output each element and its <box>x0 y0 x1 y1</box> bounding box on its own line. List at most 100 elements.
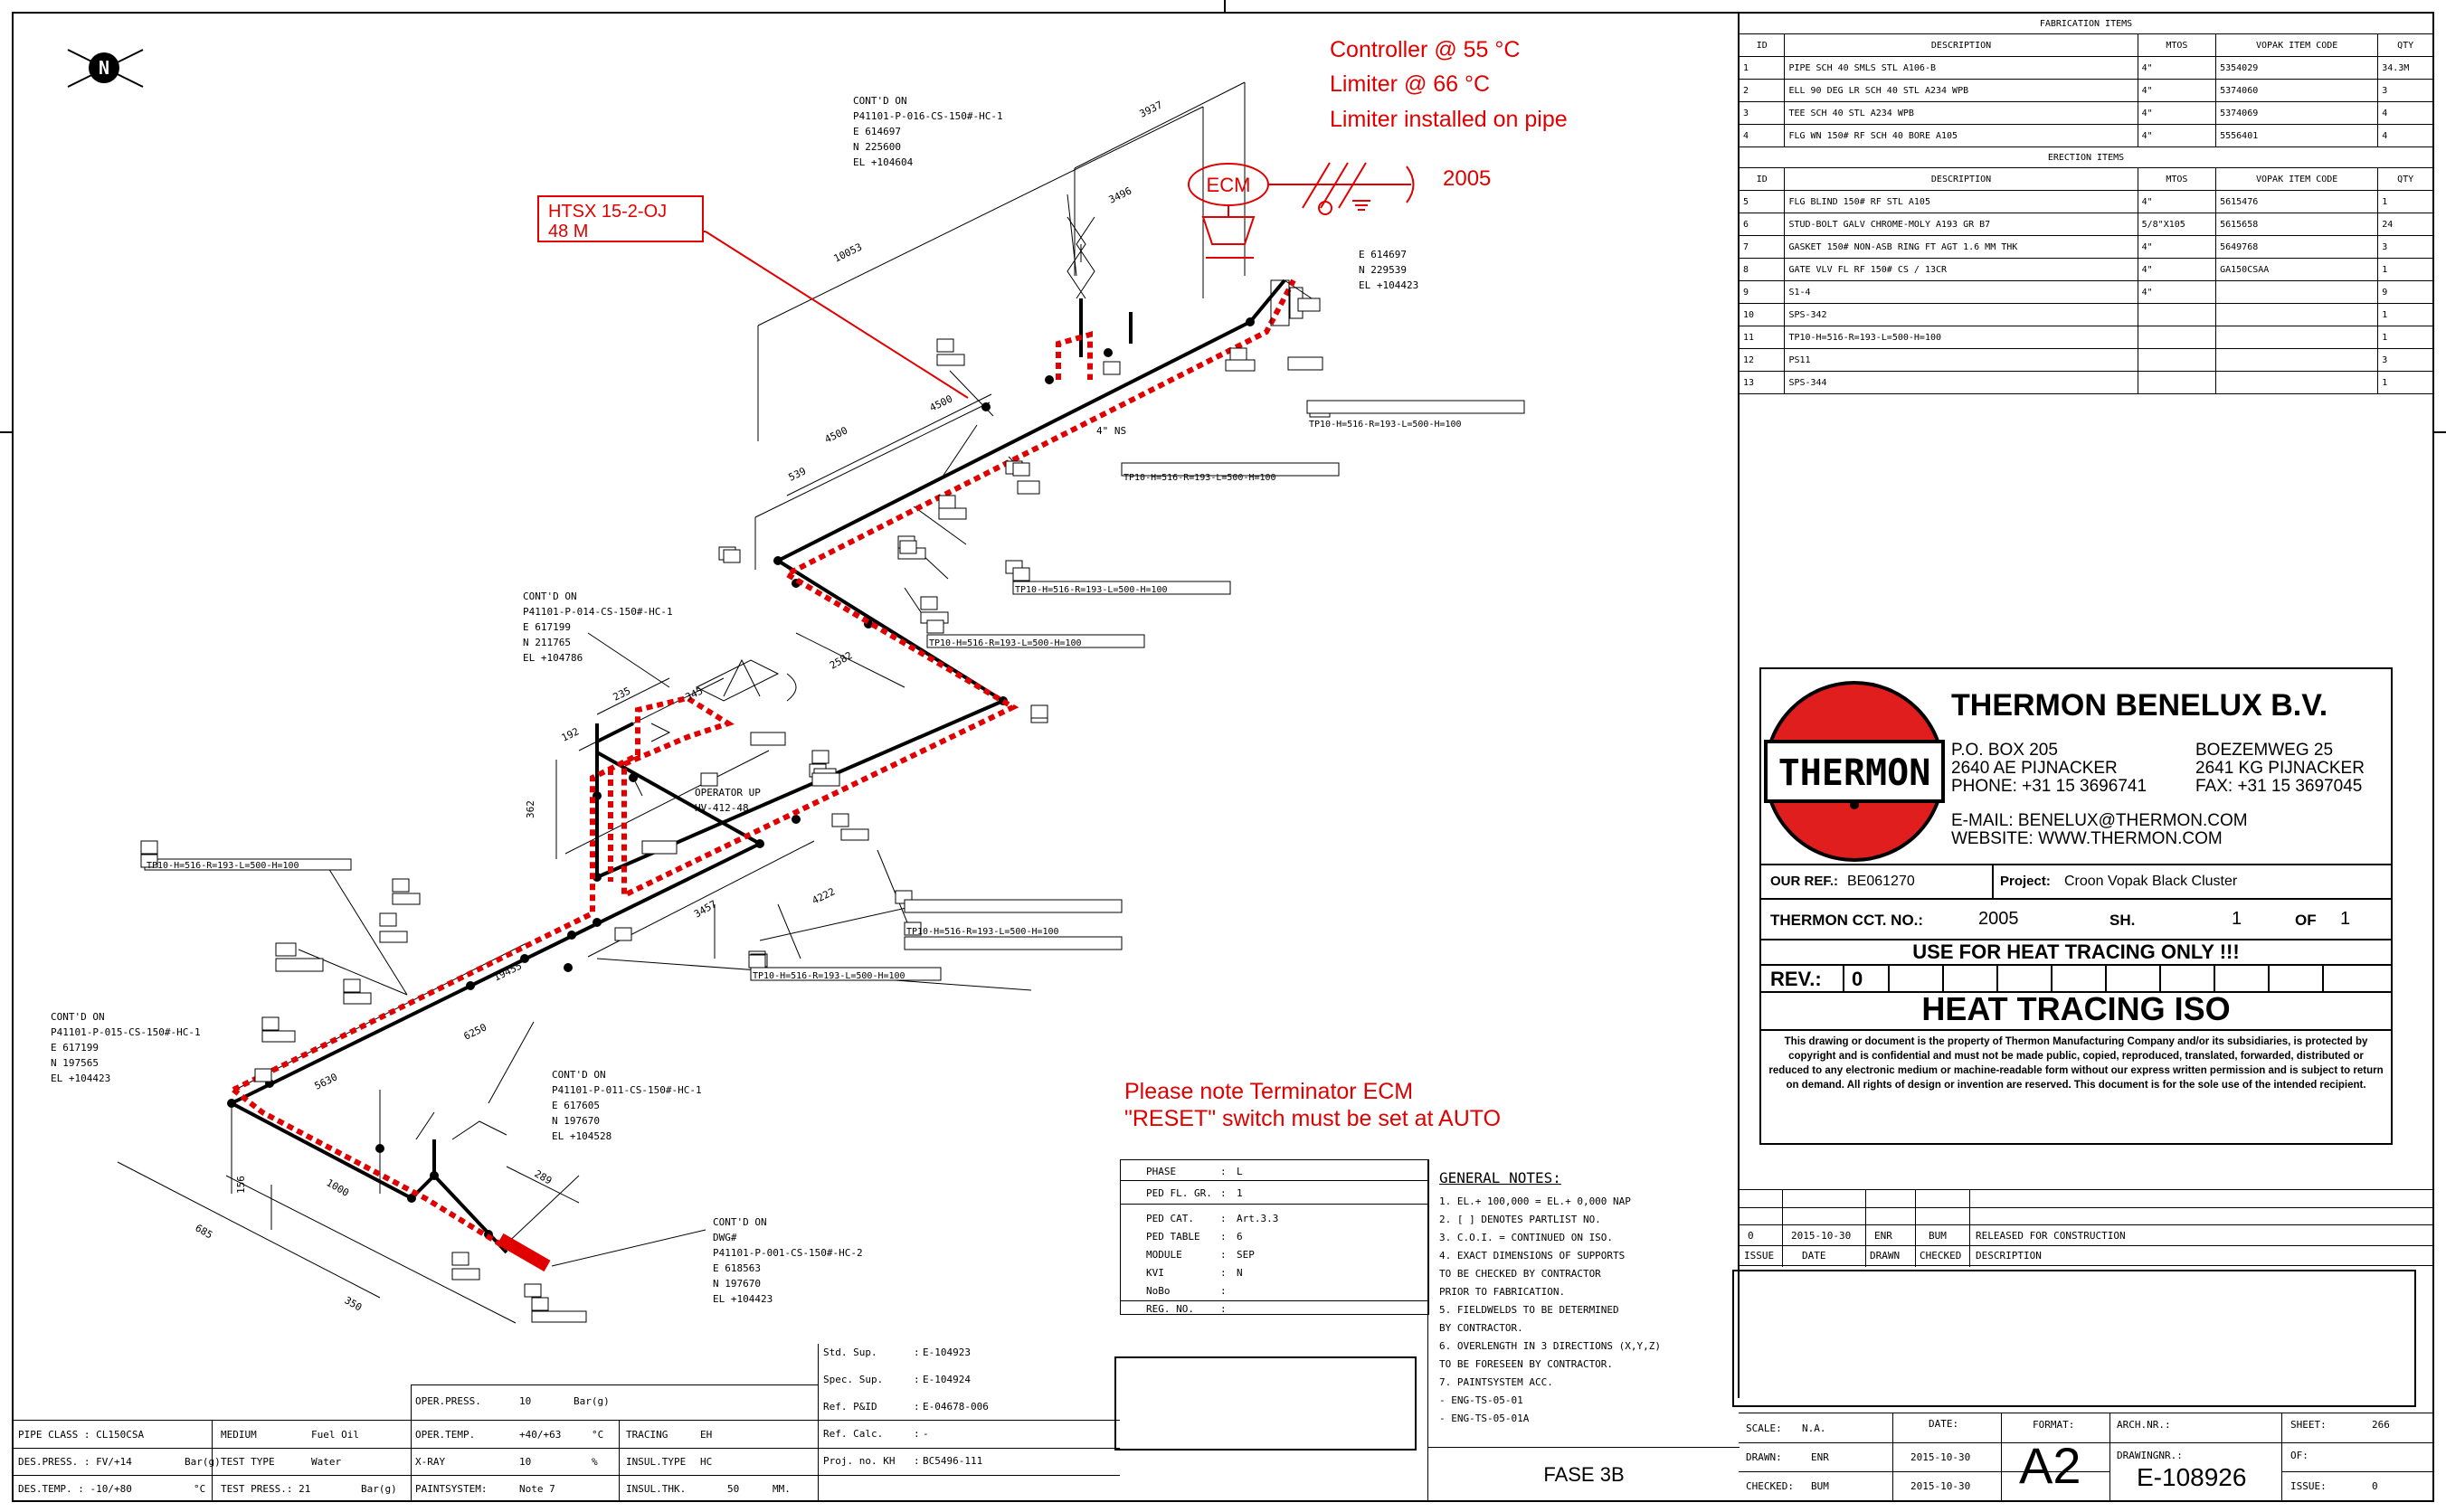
pipe-main <box>231 279 1286 1254</box>
svg-text:DWG#: DWG# <box>713 1232 737 1243</box>
svg-text:6250: 6250 <box>462 1021 489 1042</box>
terminator-reset-note: "RESET" switch must be set at AUTO <box>1124 1106 1501 1131</box>
svg-text:2582: 2582 <box>828 649 854 672</box>
pipe-data-strip: PIPE CLASS : CL150CSA MEDIUM Fuel Oil OP… <box>13 1344 1120 1502</box>
support-tag: TP10-H=516-R=193-L=500-H=100 <box>753 971 905 981</box>
htsx-cable-box <box>537 195 704 242</box>
svg-text:10053: 10053 <box>832 241 864 264</box>
svg-text:CONT'D ON: CONT'D ON <box>713 1216 767 1228</box>
svg-text:345: 345 <box>684 685 706 703</box>
support-tag: TP10-H=516-R=193-L=500-H=100 <box>929 638 1082 648</box>
contd-block: CONT'D ON P41101-P-011-CS-150#-HC-1 E 617… <box>552 1069 702 1142</box>
cct-no: 2005 <box>1978 910 2019 928</box>
support-tag: TP10-H=516-R=193-L=500-H=100 <box>1015 585 1168 595</box>
svg-text:685: 685 <box>194 1222 215 1241</box>
company-email: E-MAIL: BENELUX@THERMON.COM <box>1951 812 2248 830</box>
phase-table: PHASE:L PED FL. GR.:1 PED CAT.:Art.3.3 P… <box>1120 1159 1429 1315</box>
svg-text:OPERATOR UP: OPERATOR UP <box>695 787 761 799</box>
end-coordinates: E 614697 N 229539 EL +104423 <box>1359 249 1418 291</box>
svg-text:N 211765: N 211765 <box>523 637 571 648</box>
rev-value: 0 <box>1852 968 1863 990</box>
svg-text:CONT'D ON: CONT'D ON <box>552 1069 606 1081</box>
drawing-title: HEAT TRACING ISO <box>1921 991 2231 1027</box>
erection-title: ERECTION ITEMS <box>1739 146 2433 168</box>
disclaimer-text: This drawing or document is the property… <box>1768 1036 2384 1091</box>
svg-text:EL +104423: EL +104423 <box>1359 279 1418 291</box>
svg-text:3937: 3937 <box>1138 99 1165 119</box>
weld-points <box>227 317 1255 1239</box>
north-label: N <box>99 57 109 79</box>
limiter-setpoint: Limiter @ 66 °C <box>1330 71 1490 97</box>
svg-text:CONT'D ON: CONT'D ON <box>51 1011 105 1023</box>
svg-text:362: 362 <box>525 800 536 818</box>
htsx-length-label: 48 M <box>548 222 588 241</box>
our-ref: BE061270 <box>1847 874 1915 889</box>
contd-block: CONT'D ON P41101-P-015-CS-150#-HC-1 E 617… <box>51 1011 201 1084</box>
svg-text:4500: 4500 <box>928 392 955 413</box>
svg-text:EL +104528: EL +104528 <box>552 1130 612 1142</box>
svg-text:289: 289 <box>533 1167 555 1186</box>
support-tag: TP10-H=516-R=193-L=500-H=100 <box>1123 473 1276 483</box>
support-tag: TP10-H=516-R=193-L=500-H=100 <box>147 861 299 871</box>
svg-text:192: 192 <box>560 725 582 743</box>
svg-text:HV-412-48: HV-412-48 <box>695 802 749 814</box>
svg-text:4500: 4500 <box>823 424 850 445</box>
svg-text:N 197565: N 197565 <box>51 1057 99 1069</box>
ecm-label: ECM <box>1207 174 1251 196</box>
dimension-values: 3937 3496 10053 4500 4500 539 2582 3457 … <box>194 99 1165 1313</box>
approval-box <box>1732 1270 2416 1407</box>
svg-text:P41101-P-011-CS-150#-HC-1: P41101-P-011-CS-150#-HC-1 <box>552 1084 702 1096</box>
ecm-circuit-label: 2005 <box>1443 166 1491 191</box>
company-name: THERMON BENELUX B.V. <box>1951 688 2328 723</box>
svg-text:EL +104423: EL +104423 <box>51 1073 110 1084</box>
terminator-note: Please note Terminator ECM <box>1124 1079 1413 1104</box>
sheet-border <box>12 12 2434 1502</box>
format-value: A2 <box>2019 1439 2081 1493</box>
svg-text:N 229539: N 229539 <box>1359 264 1407 276</box>
svg-text:E 617199: E 617199 <box>523 621 571 633</box>
svg-text:539: 539 <box>787 465 809 483</box>
terminator-end-seal <box>497 1233 551 1272</box>
svg-text:P41101-P-001-CS-150#-HC-2: P41101-P-001-CS-150#-HC-2 <box>713 1247 863 1259</box>
svg-text:E 617605: E 617605 <box>552 1100 600 1111</box>
svg-text:E 618563: E 618563 <box>713 1262 761 1274</box>
operator-note: OPERATOR UP HV-412-48 <box>695 787 761 814</box>
project-name: Croon Vopak Black Cluster <box>2064 874 2238 889</box>
svg-text:3496: 3496 <box>1107 184 1134 205</box>
ecm-controller-icon: ECM <box>1188 162 1415 259</box>
svg-text:CONT'D ON: CONT'D ON <box>853 95 907 107</box>
svg-text:4222: 4222 <box>811 885 838 906</box>
support-tag: TP10-H=516-R=193-L=500-H=100 <box>1309 420 1462 430</box>
svg-text:E 614697: E 614697 <box>1359 249 1407 260</box>
svg-text:1000: 1000 <box>325 1177 351 1199</box>
svg-text:P41101-P-015-CS-150#-HC-1: P41101-P-015-CS-150#-HC-1 <box>51 1026 201 1038</box>
support-tag: TP10-H=516-R=193-L=500-H=100 <box>906 927 1059 937</box>
svg-text:N 197670: N 197670 <box>552 1115 600 1127</box>
company-website: WEBSITE: WWW.THERMON.COM <box>1951 830 2223 848</box>
valve-sketches <box>415 216 1304 1140</box>
svg-text:E 617199: E 617199 <box>51 1042 99 1054</box>
use-only-banner: USE FOR HEAT TRACING ONLY !!! <box>1912 940 2240 963</box>
svg-text:EL +104423: EL +104423 <box>713 1293 773 1305</box>
svg-text:19455: 19455 <box>492 959 524 983</box>
revision-table: 0 2015-10-30 ENR BUM RELEASED FOR CONSTR… <box>1739 1189 2433 1267</box>
svg-text:CONT'D ON: CONT'D ON <box>523 591 577 602</box>
part-id-boxes <box>140 298 1525 1323</box>
title-block: SCALE: N.A. DATE: DRAWN: ENR 2015-10-30 … <box>1739 1413 2433 1502</box>
general-notes-title: GENERAL NOTES: <box>1439 1170 1561 1186</box>
svg-text:THERMON: THERMON <box>1778 752 1931 794</box>
htsx-cable-label: HTSX 15-2-OJ <box>548 202 667 222</box>
